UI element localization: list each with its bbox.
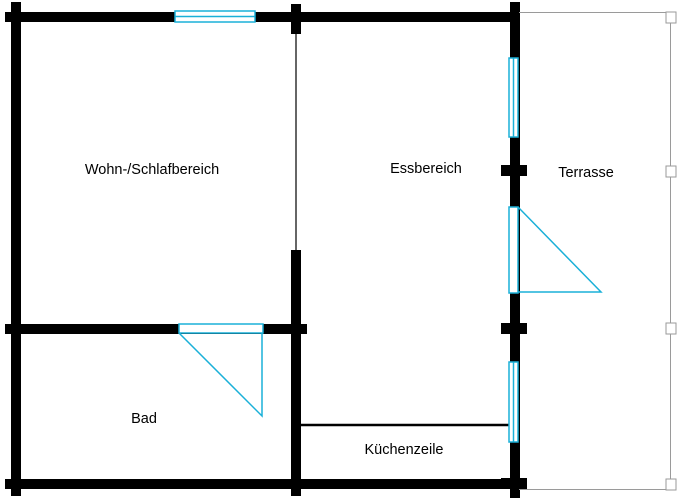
door-bad-swing	[178, 332, 263, 418]
room-label-wohn: Wohn-/Schlafbereich	[85, 162, 219, 178]
middle-wall-lower	[291, 250, 301, 496]
outer-wall-left-stub-top	[11, 2, 21, 22]
terrace-outline	[519, 11, 677, 491]
outer-wall-bottom	[5, 479, 519, 489]
door-terrace	[508, 206, 519, 294]
door-terrace-swing	[517, 206, 603, 293]
walls	[5, 2, 527, 498]
room-label-bad: Bad	[131, 411, 157, 427]
inner-wall-bad	[5, 324, 307, 334]
openings	[174, 10, 603, 443]
door-bad	[178, 323, 264, 334]
thin-walls	[295, 30, 512, 427]
room-label-terrasse: Terrasse	[558, 165, 614, 181]
middle-wall-upper	[291, 4, 301, 34]
outer-wall-top	[5, 12, 519, 22]
terrace-wall-stub-bottom	[501, 478, 527, 489]
room-label-kueche: Küchenzeile	[365, 442, 444, 458]
terrace-wall-stub-mid	[501, 165, 527, 176]
outer-wall-left	[11, 5, 21, 496]
terrace-wall-stub-low	[501, 323, 527, 334]
room-label-ess: Essbereich	[390, 161, 462, 177]
